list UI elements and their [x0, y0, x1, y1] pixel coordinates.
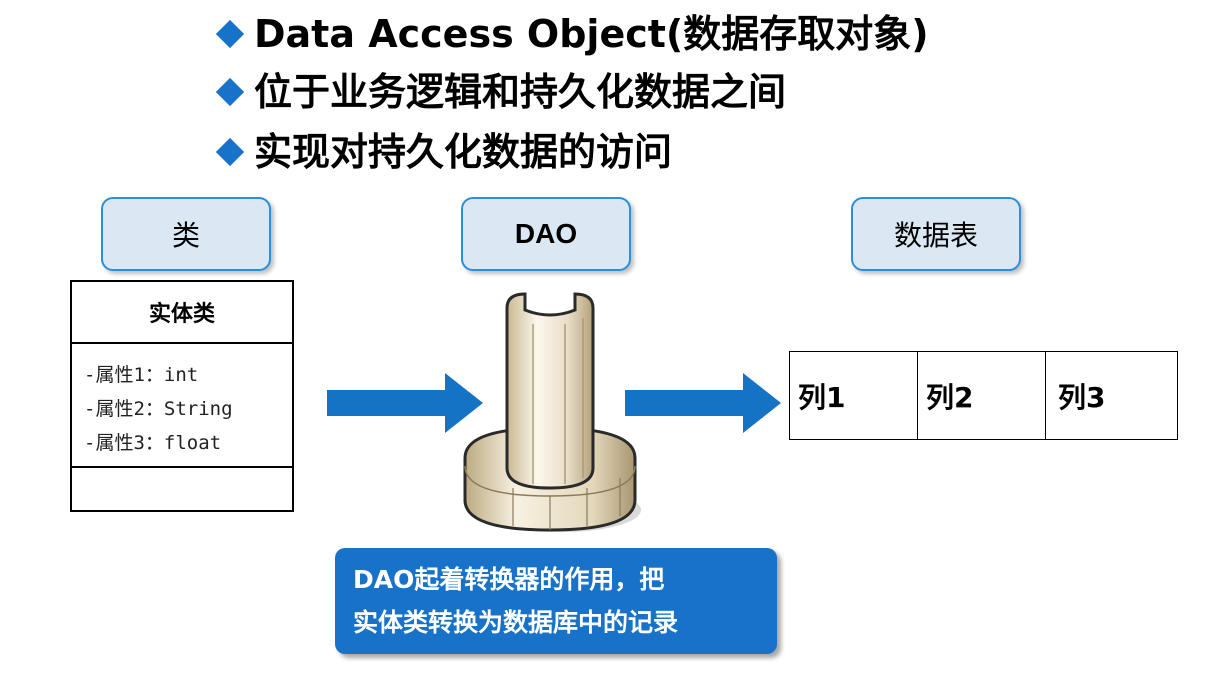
- attribute-item: -属性2：String: [84, 398, 233, 420]
- table-column: 列2: [918, 352, 1046, 439]
- bullet-item: 实现对持久化数据的访问: [214, 130, 672, 174]
- bullet-text: Data Access Object(数据存取对象): [254, 12, 929, 56]
- diamond-bullet-icon: [215, 77, 245, 107]
- entity-class-title: 实体类: [72, 282, 292, 344]
- class-label-box: 类: [101, 197, 271, 271]
- dao-description-callout: DAO起着转换器的作用，把 实体类转换为数据库中的记录: [335, 548, 777, 654]
- bullet-item: Data Access Object(数据存取对象): [214, 12, 929, 56]
- dao-label-box: DAO: [461, 197, 631, 271]
- bullet-text: 实现对持久化数据的访问: [254, 130, 673, 174]
- table-column: 列3: [1058, 380, 1106, 414]
- right-arrow-icon: [327, 373, 483, 433]
- entity-class-attributes: -属性1：int -属性2：String -属性3：float: [72, 344, 292, 468]
- dao-converter-icon: [463, 292, 641, 532]
- attribute-item: -属性3：float: [84, 432, 222, 454]
- table-label-box: 数据表: [851, 197, 1021, 271]
- table-column: 列1: [790, 352, 918, 439]
- data-table: 列1 列2 列3: [789, 351, 1178, 440]
- diamond-bullet-icon: [215, 19, 245, 49]
- callout-line: 实体类转换为数据库中的记录: [353, 608, 679, 637]
- attribute-item: -属性1：int: [84, 364, 199, 386]
- callout-line: DAO起着转换器的作用，把: [353, 565, 665, 594]
- bullet-text: 位于业务逻辑和持久化数据之间: [254, 70, 787, 114]
- diamond-bullet-icon: [215, 137, 245, 167]
- entity-class-diagram: 实体类 -属性1：int -属性2：String -属性3：float: [70, 280, 294, 512]
- bullet-item: 位于业务逻辑和持久化数据之间: [214, 70, 786, 114]
- right-arrow-icon: [625, 373, 781, 433]
